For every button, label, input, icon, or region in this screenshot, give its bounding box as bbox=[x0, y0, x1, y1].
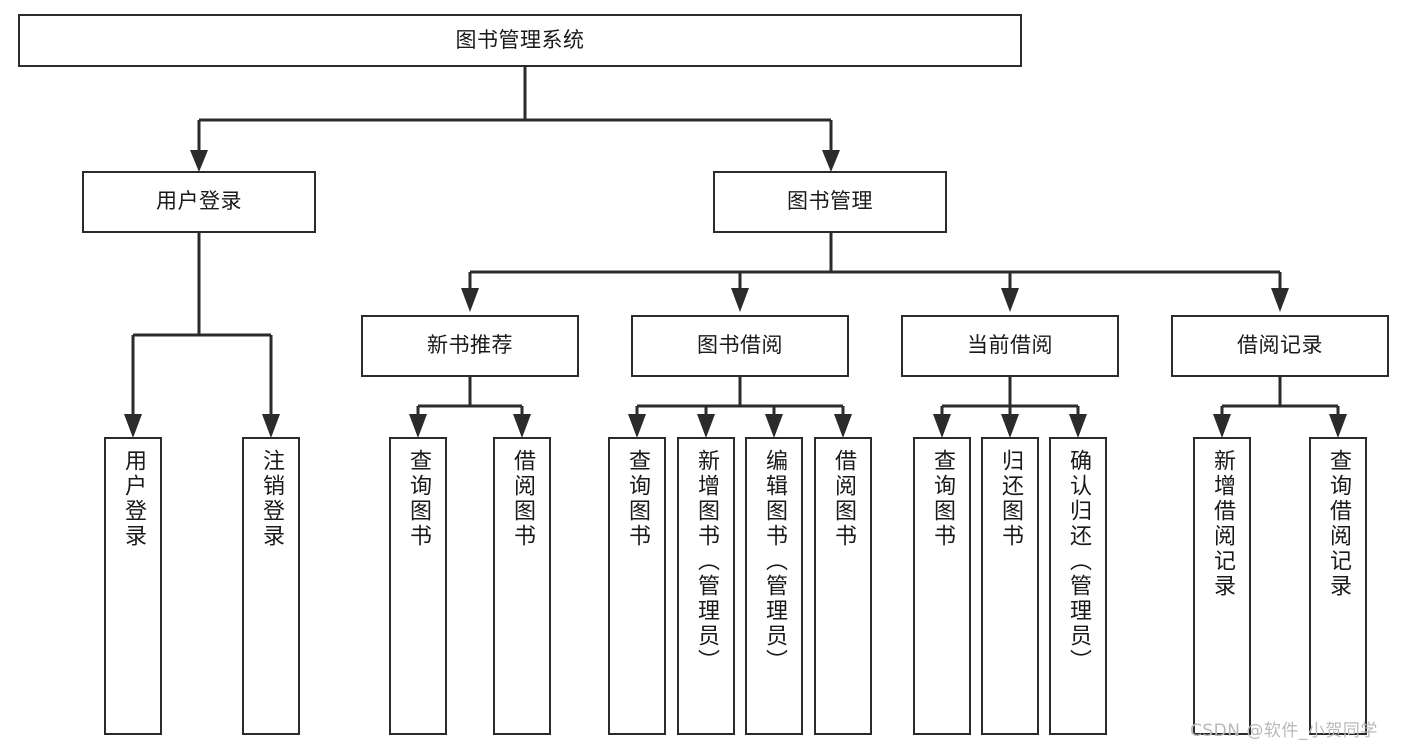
node-current-borrow[interactable]: 当前借阅 bbox=[901, 315, 1119, 377]
node-leaf-return-book[interactable]: 归还图书 bbox=[981, 437, 1039, 735]
node-leaf-query-book-3[interactable]: 查询图书 bbox=[913, 437, 971, 735]
node-leaf-borrow-book-1[interactable]: 借阅图书 bbox=[493, 437, 551, 735]
node-book-borrow-label: 图书借阅 bbox=[697, 333, 783, 358]
node-leaf-add-record[interactable]: 新增借阅记录 bbox=[1193, 437, 1251, 735]
node-book-borrow[interactable]: 图书借阅 bbox=[631, 315, 849, 377]
node-leaf-query-record-label: 查询借阅记录 bbox=[1326, 449, 1351, 599]
node-book-management-label: 图书管理 bbox=[787, 189, 873, 214]
node-root[interactable]: 图书管理系统 bbox=[18, 14, 1022, 67]
node-borrow-record-label: 借阅记录 bbox=[1237, 333, 1323, 358]
node-leaf-query-book-2[interactable]: 查询图书 bbox=[608, 437, 666, 735]
node-leaf-add-book[interactable]: 新增图书（管理员） bbox=[677, 437, 735, 735]
node-leaf-edit-book-label: 编辑图书（管理员） bbox=[762, 449, 787, 674]
node-current-borrow-label: 当前借阅 bbox=[967, 333, 1053, 358]
node-new-book-recommend-label: 新书推荐 bbox=[427, 333, 513, 358]
node-book-management[interactable]: 图书管理 bbox=[713, 171, 947, 233]
node-leaf-confirm-return[interactable]: 确认归还（管理员） bbox=[1049, 437, 1107, 735]
node-leaf-confirm-return-label: 确认归还（管理员） bbox=[1066, 449, 1091, 674]
node-leaf-query-book-1-label: 查询图书 bbox=[406, 449, 431, 549]
node-leaf-query-book-3-label: 查询图书 bbox=[930, 449, 955, 549]
node-leaf-logout[interactable]: 注销登录 bbox=[242, 437, 300, 735]
node-leaf-borrow-book-2-label: 借阅图书 bbox=[831, 449, 856, 549]
node-leaf-add-book-label: 新增图书（管理员） bbox=[694, 449, 719, 674]
node-user-login-label: 用户登录 bbox=[156, 189, 242, 214]
node-leaf-edit-book[interactable]: 编辑图书（管理员） bbox=[745, 437, 803, 735]
node-borrow-record[interactable]: 借阅记录 bbox=[1171, 315, 1389, 377]
node-leaf-query-book-1[interactable]: 查询图书 bbox=[389, 437, 447, 735]
node-leaf-borrow-book-1-label: 借阅图书 bbox=[510, 449, 535, 549]
node-new-book-recommend[interactable]: 新书推荐 bbox=[361, 315, 579, 377]
node-leaf-add-record-label: 新增借阅记录 bbox=[1210, 449, 1235, 599]
node-leaf-borrow-book-2[interactable]: 借阅图书 bbox=[814, 437, 872, 735]
node-leaf-user-login[interactable]: 用户登录 bbox=[104, 437, 162, 735]
node-leaf-user-login-label: 用户登录 bbox=[121, 449, 146, 549]
csdn-watermark: CSDN @软件_小贺同学 bbox=[1190, 721, 1378, 741]
node-leaf-query-book-2-label: 查询图书 bbox=[625, 449, 650, 549]
node-user-login[interactable]: 用户登录 bbox=[82, 171, 316, 233]
node-leaf-logout-label: 注销登录 bbox=[259, 449, 284, 549]
node-leaf-query-record[interactable]: 查询借阅记录 bbox=[1309, 437, 1367, 735]
node-root-label: 图书管理系统 bbox=[455, 27, 585, 52]
node-leaf-return-book-label: 归还图书 bbox=[998, 449, 1023, 549]
